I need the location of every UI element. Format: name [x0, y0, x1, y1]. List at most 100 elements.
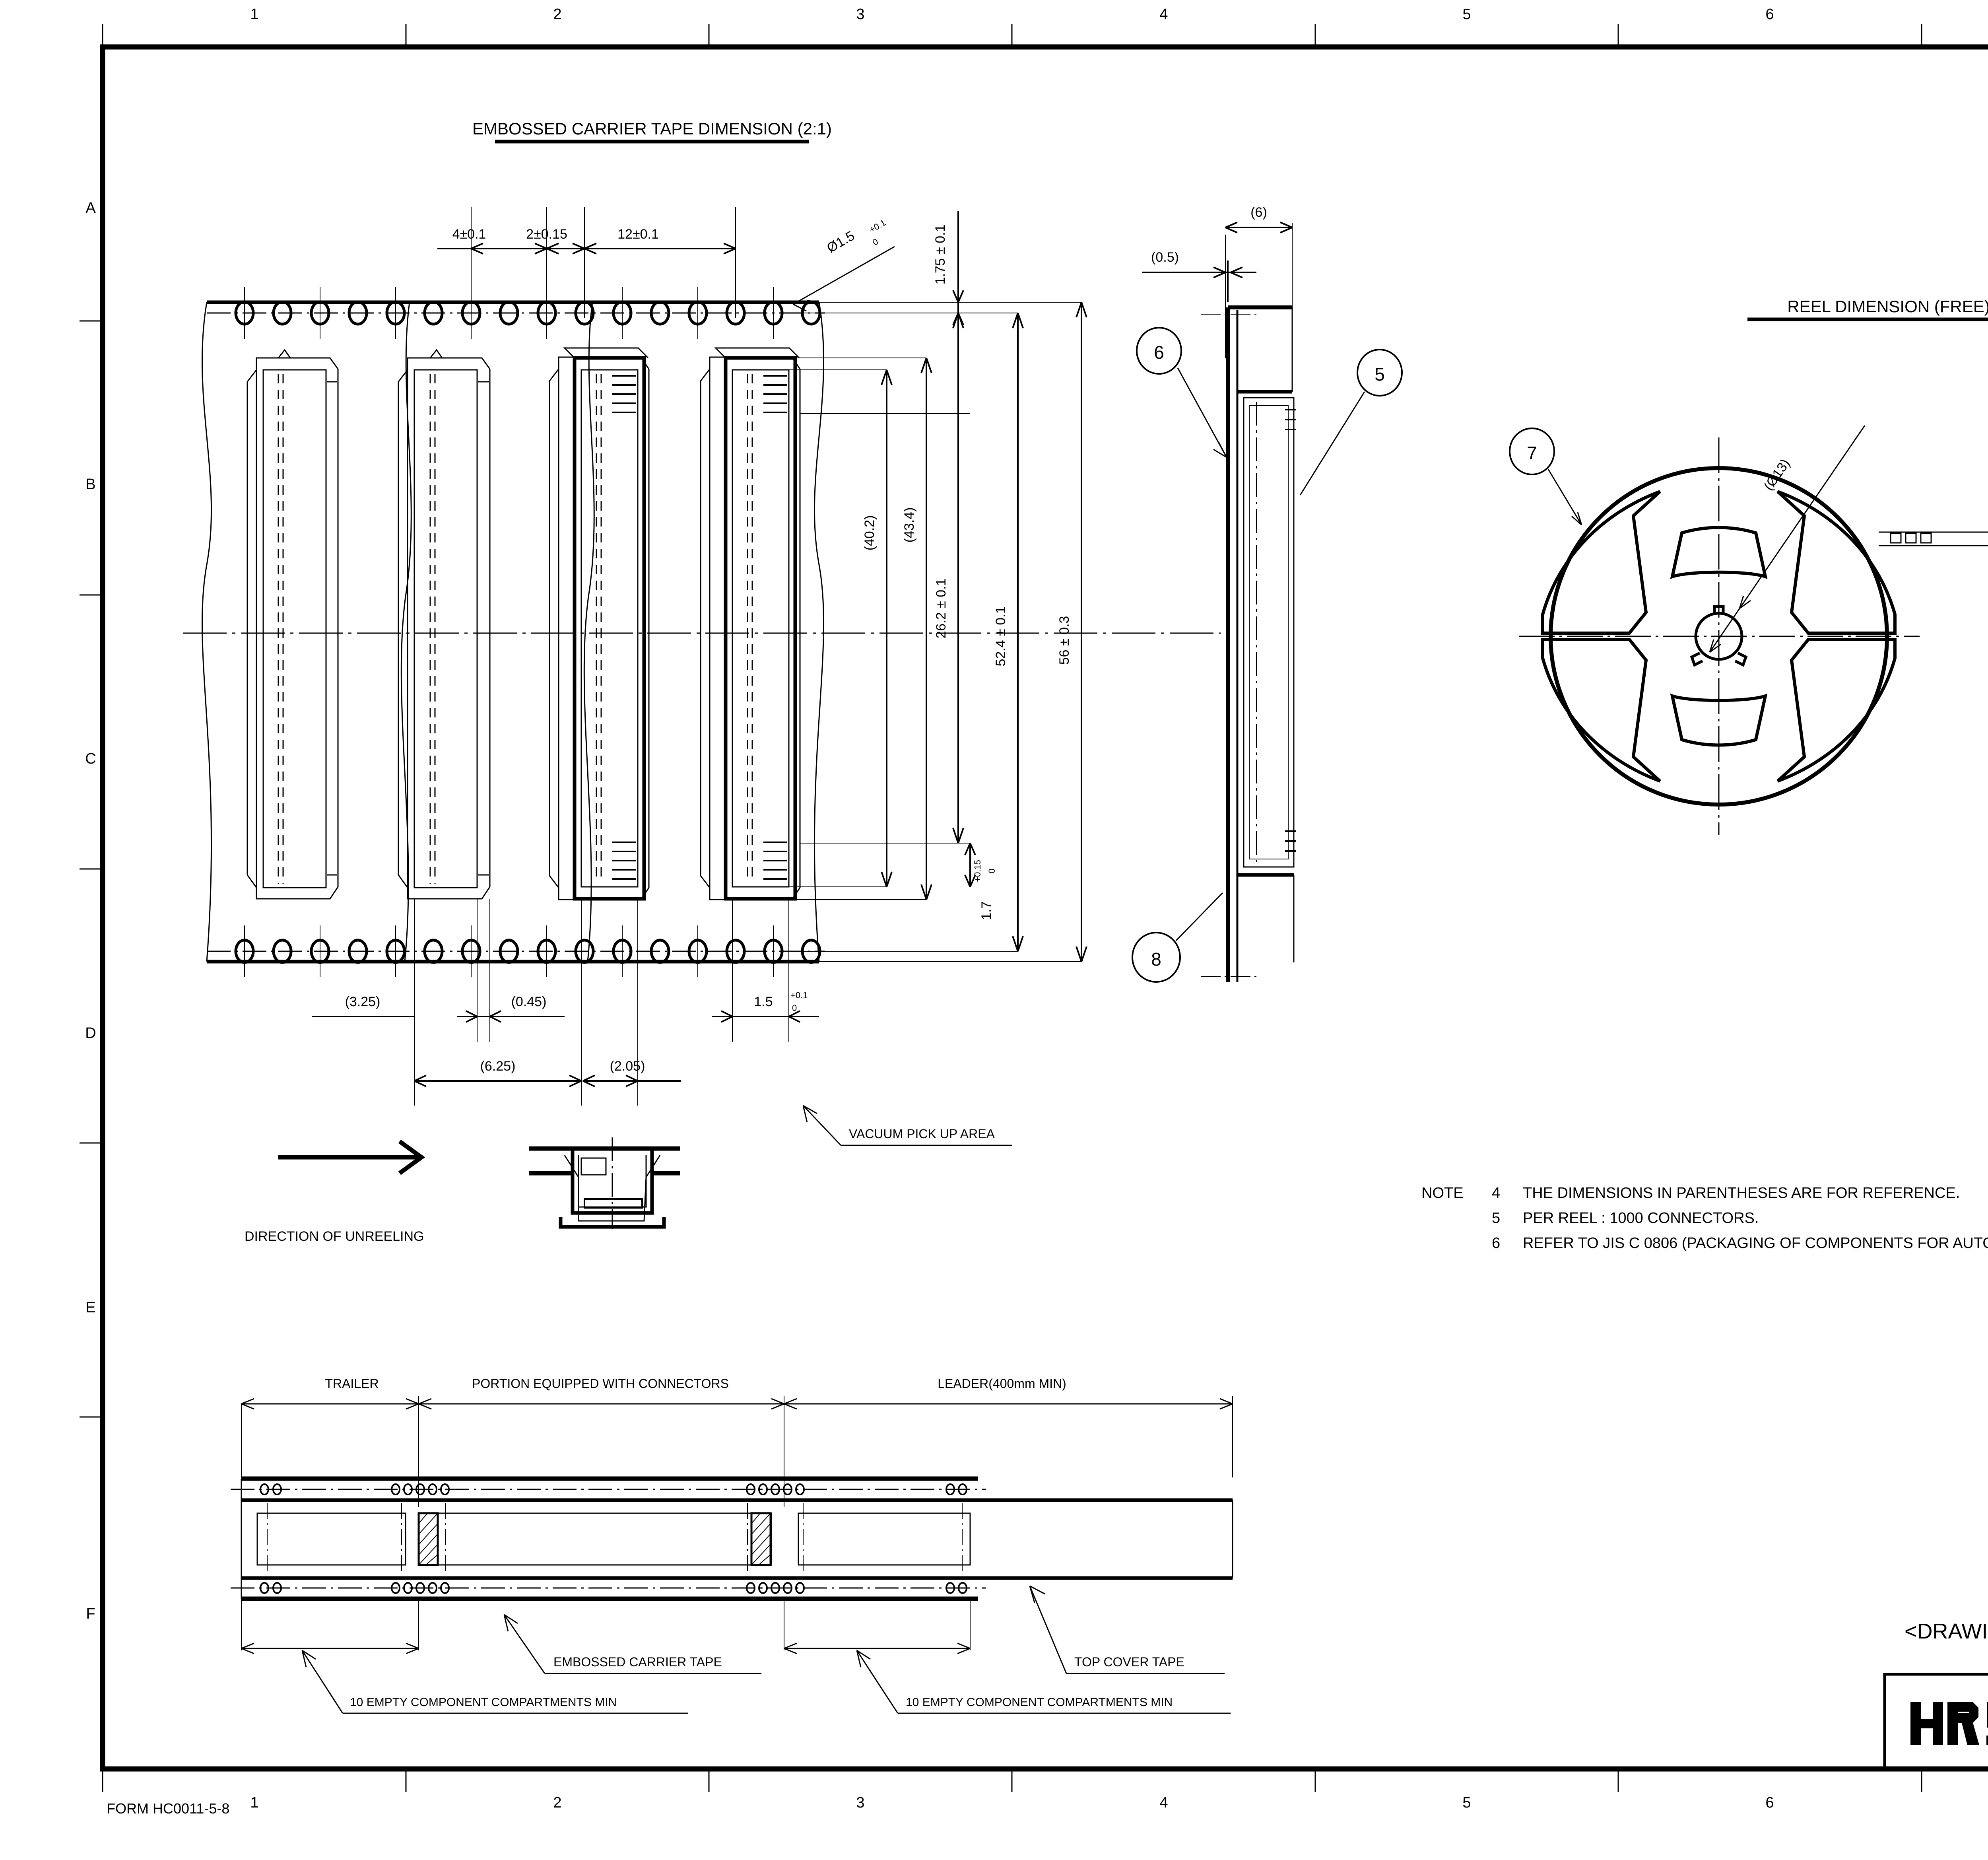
- dim-1-7-tol-dn: 0: [987, 869, 997, 873]
- zone-numbers-bottom: 1 2 3 4 5 6 7 8: [250, 1794, 1774, 1811]
- label-embossed-text: EMBOSSED CARRIER TAPE: [553, 1655, 722, 1669]
- label-leader: LEADER(400mm MIN): [938, 1376, 1066, 1391]
- reel-tape-stub: [1879, 531, 1988, 546]
- vacuum-pickup-text: VACUUM PICK UP AREA: [849, 1127, 995, 1141]
- dim-40-2: (40.2): [862, 515, 877, 551]
- reel-view: REEL DIMENSION (FREE): [1509, 297, 1988, 835]
- dim-52-4: 52.4 ± 0.1: [993, 606, 1008, 667]
- carrier-tape-title: EMBOSSED CARRIER TAPE DIMENSION (2:1): [472, 119, 832, 138]
- zone-num-top-3: 3: [856, 6, 864, 23]
- zone-num-bot-2: 2: [553, 1794, 561, 1811]
- balloon-8-text: 8: [1151, 949, 1161, 970]
- title-block: <DRAWING FOR PACKING> DRAWING NO. EDC3: [1883, 1619, 1988, 1771]
- dim-1-5-tol-up: +0.1: [790, 990, 808, 1000]
- zone-num-bot-3: 3: [856, 1794, 864, 1811]
- label-top-cover-tape: TOP COVER TAPE: [1029, 1585, 1225, 1674]
- label-empty-right-text: 10 EMPTY COMPONENT COMPARTMENTS MIN: [906, 1696, 1173, 1709]
- dim-1-5-tol-dn: 0: [792, 1003, 797, 1013]
- empty-compartments-dims: [241, 1599, 971, 1654]
- hrs-logo: [1910, 1702, 1988, 1745]
- dim-1-7: 1.7: [979, 901, 994, 920]
- note-num-5: 5: [1492, 1210, 1500, 1226]
- dim-0-45: (0.45): [511, 994, 547, 1009]
- label-trailer: TRAILER: [325, 1376, 379, 1391]
- label-empty-left-text: 10 EMPTY COMPONENT COMPARTMENTS MIN: [350, 1696, 617, 1709]
- unreeling-label: DIRECTION OF UNREELING: [245, 1229, 424, 1244]
- dim-3-25: (3.25): [345, 994, 381, 1009]
- carrier-bottom-dimensions: (3.25) (0.45) (6.25) (2.05): [312, 899, 819, 1106]
- label-topcover-text: TOP COVER TAPE: [1074, 1655, 1184, 1669]
- zone-letter-left-F: F: [86, 1605, 95, 1622]
- balloon-7-text: 7: [1527, 443, 1537, 463]
- zone-num-top-4: 4: [1159, 6, 1168, 23]
- form-label: FORM HC0011-5-8: [107, 1800, 229, 1817]
- dim-6-section: (6): [1250, 205, 1267, 220]
- dim-43-4: (43.4): [902, 507, 917, 543]
- connector-pocket-1: [549, 347, 650, 901]
- balloon-8: 8: [1132, 892, 1223, 983]
- zone-letters-left: A B C D E F: [85, 200, 96, 1622]
- balloon-6-text: 6: [1154, 342, 1164, 363]
- dim-1-5: 1.5: [754, 994, 773, 1009]
- dim-2: 2±0.15: [526, 227, 567, 242]
- tape-cross-section: [529, 1137, 680, 1229]
- label-embossed-carrier-tape: EMBOSSED CARRIER TAPE: [503, 1614, 761, 1674]
- balloon-7: 7: [1509, 428, 1582, 526]
- zone-ticks: [80, 24, 1922, 1792]
- dim-4: 4±0.1: [452, 227, 486, 242]
- empty-pocket-1: [247, 349, 339, 900]
- zone-num-bot-6: 6: [1765, 1794, 1774, 1811]
- carrier-top-dimensions: 4±0.1 2±0.15 12±0.1: [437, 207, 736, 318]
- balloon-6: 6: [1136, 327, 1227, 458]
- tape-layout-extent-dims: [241, 1396, 1233, 1507]
- section-geometry: [1201, 305, 1296, 982]
- note-num-4: 4: [1492, 1185, 1500, 1201]
- zone-letter-left-D: D: [85, 1025, 96, 1042]
- label-portion: PORTION EQUIPPED WITH CONNECTORS: [472, 1376, 729, 1391]
- carrier-right-dimensions: 1.75 ± 0.1 (40.2) (43.4) 26.2 ± 0.1: [767, 211, 1087, 962]
- connector-pocket-2: [700, 347, 801, 901]
- zone-num-bot-1: 1: [250, 1794, 258, 1811]
- reel-title: REEL DIMENSION (FREE): [1787, 297, 1988, 316]
- zone-num-bot-5: 5: [1462, 1794, 1471, 1811]
- dim-0-5-section: (0.5): [1151, 250, 1179, 265]
- balloon-5: 5: [1299, 349, 1403, 496]
- zone-num-bot-4: 4: [1159, 1794, 1168, 1811]
- zone-numbers-top: 1 2 3 4 5 6 7 8: [250, 6, 1774, 23]
- reel-front-view: [1519, 437, 1920, 835]
- zone-num-top-5: 5: [1462, 6, 1471, 23]
- notes-heading: NOTE: [1421, 1185, 1464, 1201]
- sprocket-holes-bottom: [207, 925, 825, 977]
- note-text-4: THE DIMENSIONS IN PARENTHESES ARE FOR RE…: [1523, 1185, 1960, 1201]
- balloon-5-text: 5: [1375, 364, 1385, 385]
- carrier-tape-view: EMBOSSED CARRIER TAPE DIMENSION (2:1): [183, 119, 1221, 1244]
- dim-56: 56 ± 0.3: [1057, 616, 1072, 665]
- title-block-frame: [1883, 1673, 1988, 1771]
- zone-num-top-1: 1: [250, 6, 258, 23]
- dim-6-25: (6.25): [480, 1059, 516, 1074]
- empty-pocket-2: [398, 349, 491, 900]
- zone-letter-left-E: E: [85, 1299, 95, 1316]
- label-empty-right: 10 EMPTY COMPONENT COMPARTMENTS MIN: [856, 1650, 1231, 1714]
- note-num-6: 6: [1492, 1235, 1500, 1252]
- dim-12: 12±0.1: [617, 227, 659, 242]
- note-text-6: REFER TO JIS C 0806 (PACKAGING OF COMPON…: [1523, 1235, 1988, 1252]
- zone-letter-left-C: C: [85, 750, 96, 767]
- note-text-5: PER REEL : 1000 CONNECTORS.: [1523, 1210, 1759, 1226]
- zone-letter-left-B: B: [85, 476, 95, 493]
- dim-1-7-tol-up: +0.15: [973, 860, 982, 882]
- tape-layout-body: [231, 1476, 1233, 1601]
- tape-layout-view: TRAILER PORTION EQUIPPED WITH CONNECTORS…: [231, 1376, 1233, 1714]
- connector-section-view: (6) (0.5): [1132, 205, 1403, 983]
- notes-block: NOTE 4 THE DIMENSIONS IN PARENTHESES ARE…: [1421, 1185, 1988, 1252]
- zone-num-top-6: 6: [1765, 6, 1774, 23]
- dim-2-05: (2.05): [610, 1059, 645, 1074]
- label-empty-left: 10 EMPTY COMPONENT COMPARTMENTS MIN: [301, 1650, 688, 1714]
- dim-26-2: 26.2 ± 0.1: [934, 579, 949, 639]
- dim-1-75: 1.75 ± 0.1: [933, 225, 948, 285]
- drawing-for-packing-title: <DRAWING FOR PACKING>: [1905, 1619, 1988, 1643]
- vacuum-pickup-label: VACUUM PICK UP AREA: [802, 1105, 1012, 1146]
- zone-letter-left-A: A: [85, 200, 96, 216]
